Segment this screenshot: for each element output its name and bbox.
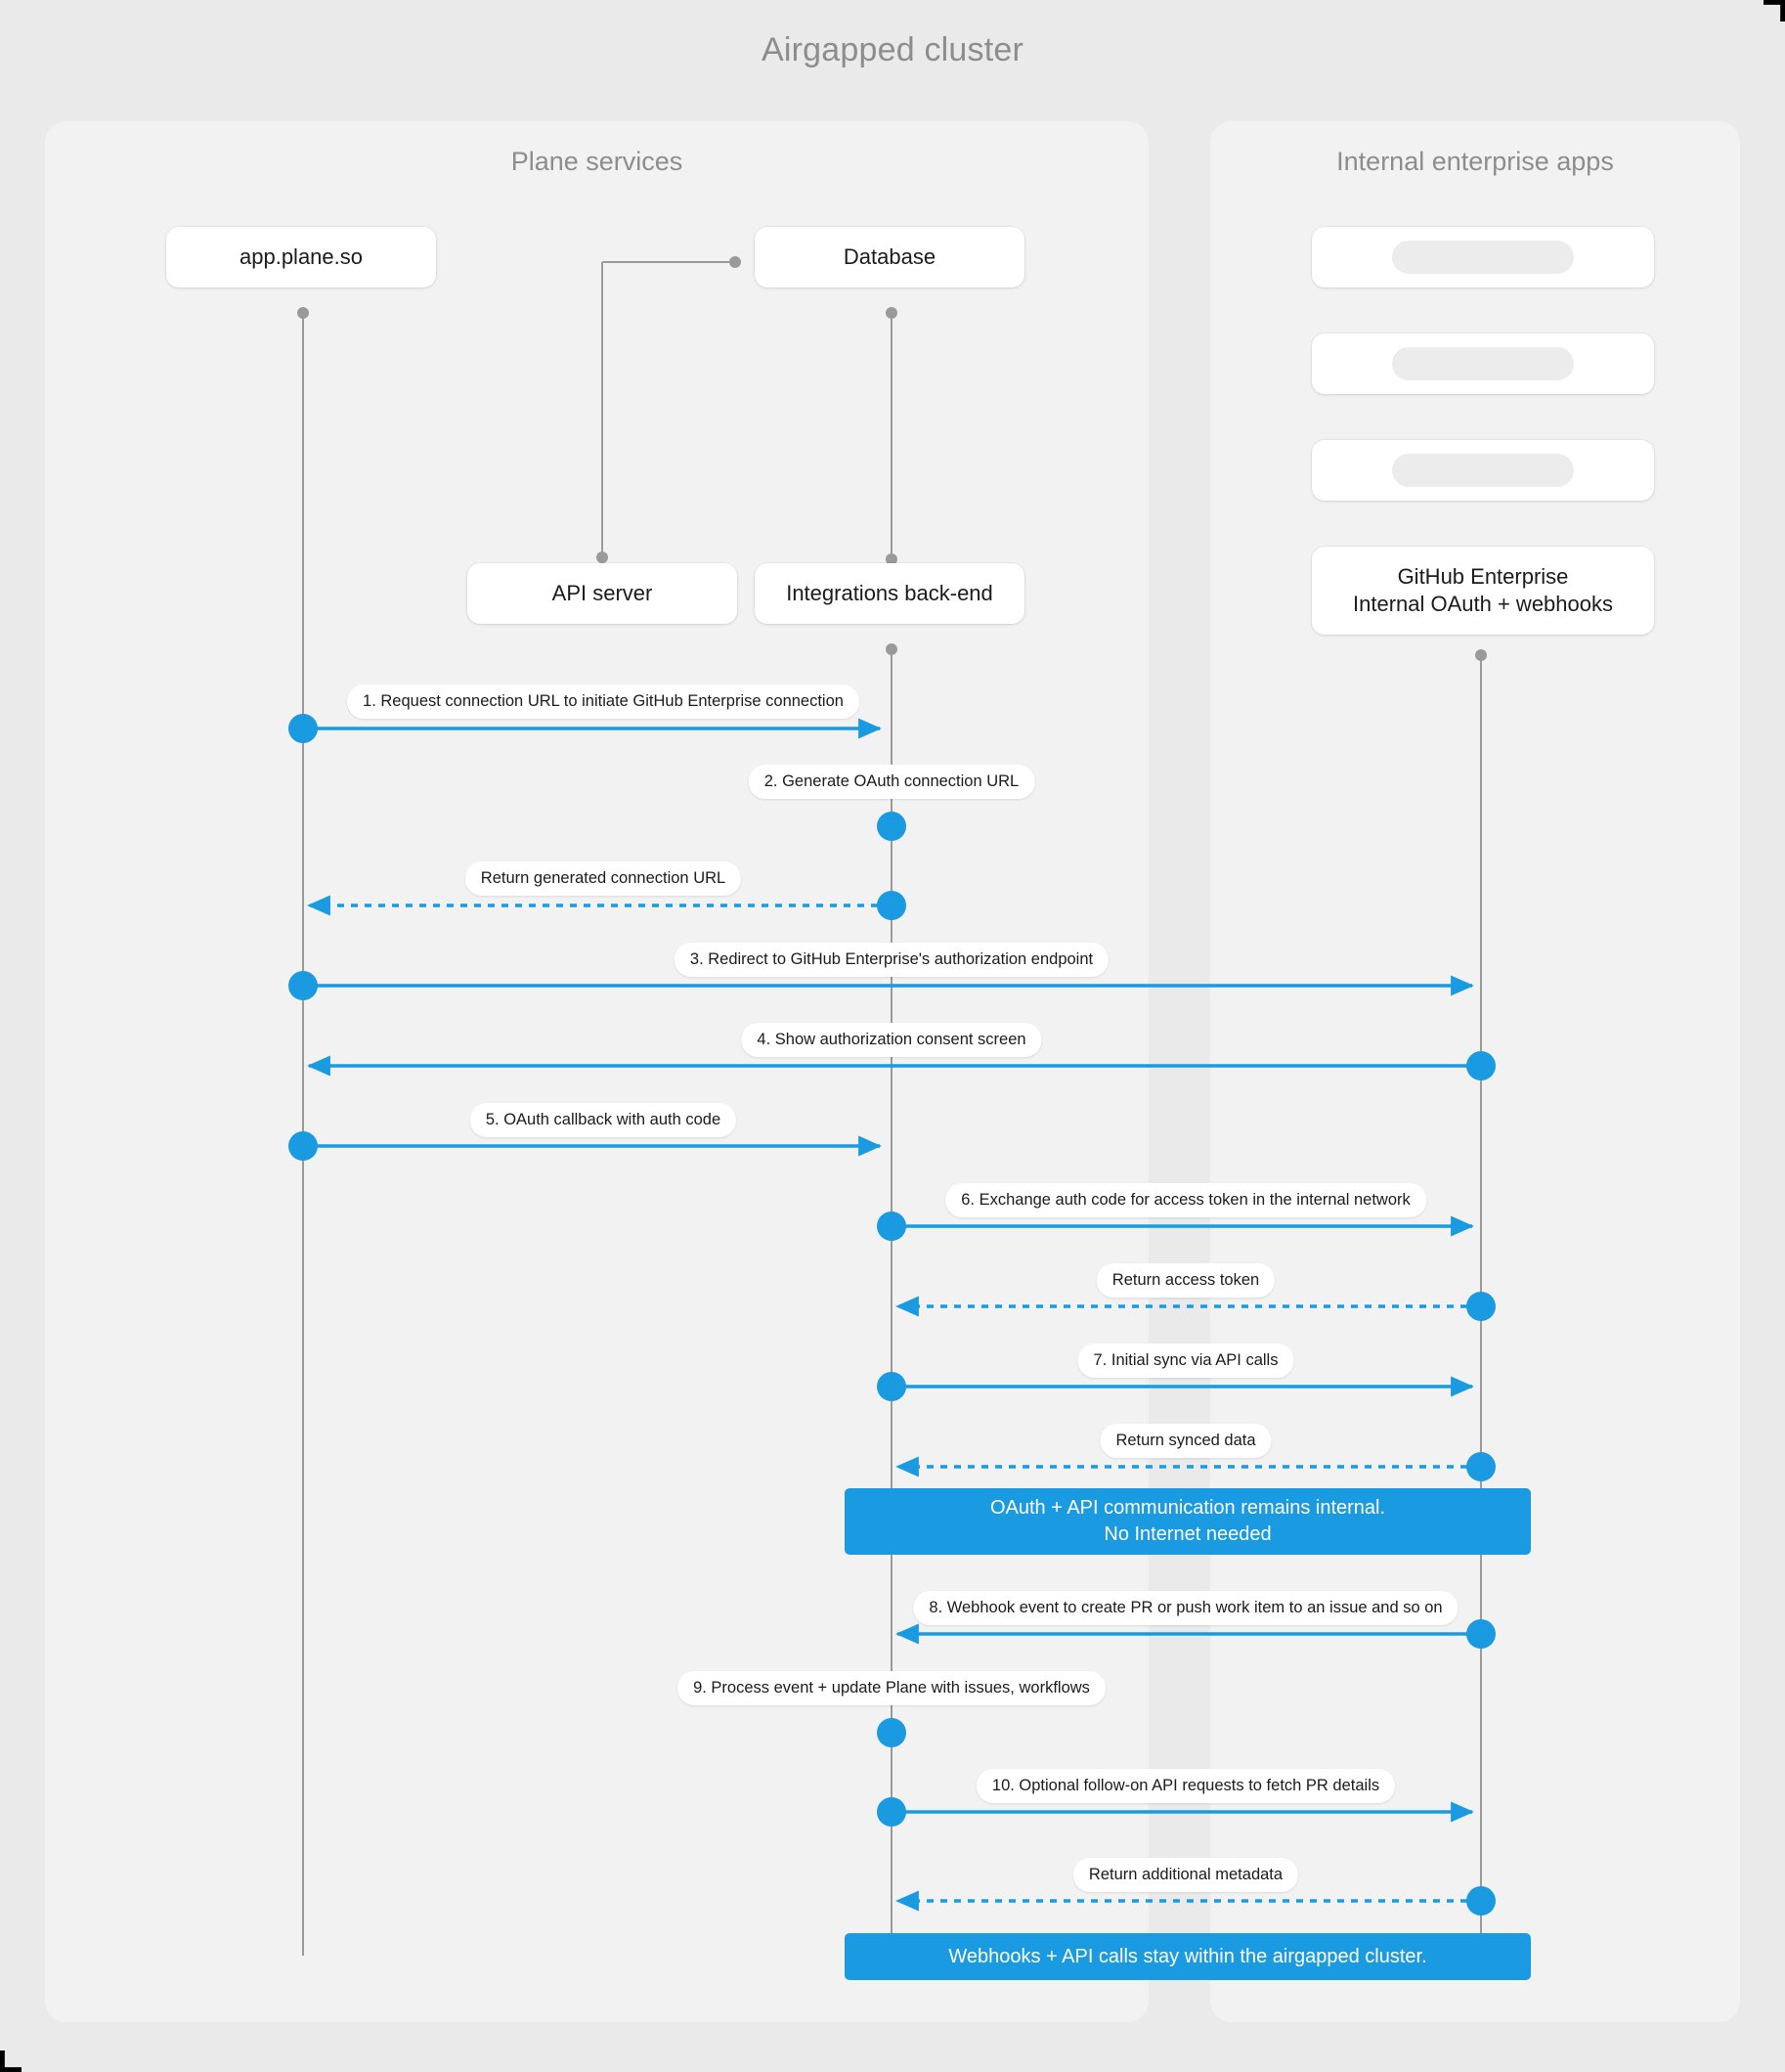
- node-label-line1: GitHub Enterprise: [1397, 563, 1569, 589]
- message-label-return-additional-metadata: Return additional metadata: [1072, 1858, 1299, 1892]
- node-placeholder-3[interactable]: [1312, 440, 1654, 501]
- note-oauth-internal: OAuth + API communication remains intern…: [845, 1488, 1531, 1555]
- node-label: Integrations back-end: [786, 580, 993, 605]
- message-label-return-access-token: Return access token: [1096, 1263, 1276, 1298]
- panel-title-plane-services: Plane services: [510, 147, 683, 176]
- note-airgapped-cluster: Webhooks + API calls stay within the air…: [845, 1933, 1531, 1980]
- note-line1: Webhooks + API calls stay within the air…: [948, 1945, 1427, 1967]
- message-label-return-connection-url: Return generated connection URL: [464, 861, 742, 896]
- node-database[interactable]: Database: [755, 227, 1024, 287]
- node-api-server[interactable]: API server: [467, 563, 737, 624]
- message-label-3: 3. Redirect to GitHub Enterprise's autho…: [674, 943, 1110, 977]
- message-label-2: 2. Generate OAuth connection URL: [748, 765, 1035, 799]
- placeholder-bar: [1392, 241, 1574, 274]
- message-label-5: 5. OAuth callback with auth code: [469, 1103, 737, 1137]
- message-label-7: 7. Initial sync via API calls: [1077, 1344, 1294, 1378]
- message-label-1: 1. Request connection URL to initiate Gi…: [347, 684, 859, 719]
- note-line1: OAuth + API communication remains intern…: [989, 1497, 1386, 1519]
- message-label-8: 8. Webhook event to create PR or push wo…: [913, 1591, 1458, 1625]
- message-label-4: 4. Show authorization consent screen: [741, 1023, 1042, 1057]
- node-label: Database: [843, 243, 936, 269]
- panel-plane-services: Plane services: [45, 121, 1149, 2022]
- node-label-line2: Internal OAuth + webhooks: [1353, 592, 1613, 616]
- diagram-title: Airgapped cluster: [762, 31, 1023, 68]
- panel-title-internal-enterprise-apps: Internal enterprise apps: [1336, 147, 1614, 176]
- node-placeholder-1[interactable]: [1312, 227, 1654, 287]
- placeholder-bar: [1392, 454, 1574, 487]
- node-github-enterprise[interactable]: GitHub Enterprise Internal OAuth + webho…: [1312, 547, 1654, 635]
- message-label-6: 6. Exchange auth code for access token i…: [945, 1183, 1426, 1217]
- node-app-plane-so[interactable]: app.plane.so: [166, 227, 436, 287]
- node-placeholder-2[interactable]: [1312, 333, 1654, 394]
- node-label: app.plane.so: [239, 243, 363, 269]
- placeholder-bar: [1392, 347, 1574, 380]
- node-integrations-backend[interactable]: Integrations back-end: [755, 563, 1024, 624]
- message-label-return-synced-data: Return synced data: [1100, 1424, 1272, 1458]
- node-label: API server: [551, 580, 653, 605]
- message-label-10: 10. Optional follow-on API requests to f…: [976, 1769, 1396, 1803]
- note-line2: No Internet needed: [1104, 1523, 1272, 1545]
- message-label-9: 9. Process event + update Plane with iss…: [677, 1671, 1106, 1705]
